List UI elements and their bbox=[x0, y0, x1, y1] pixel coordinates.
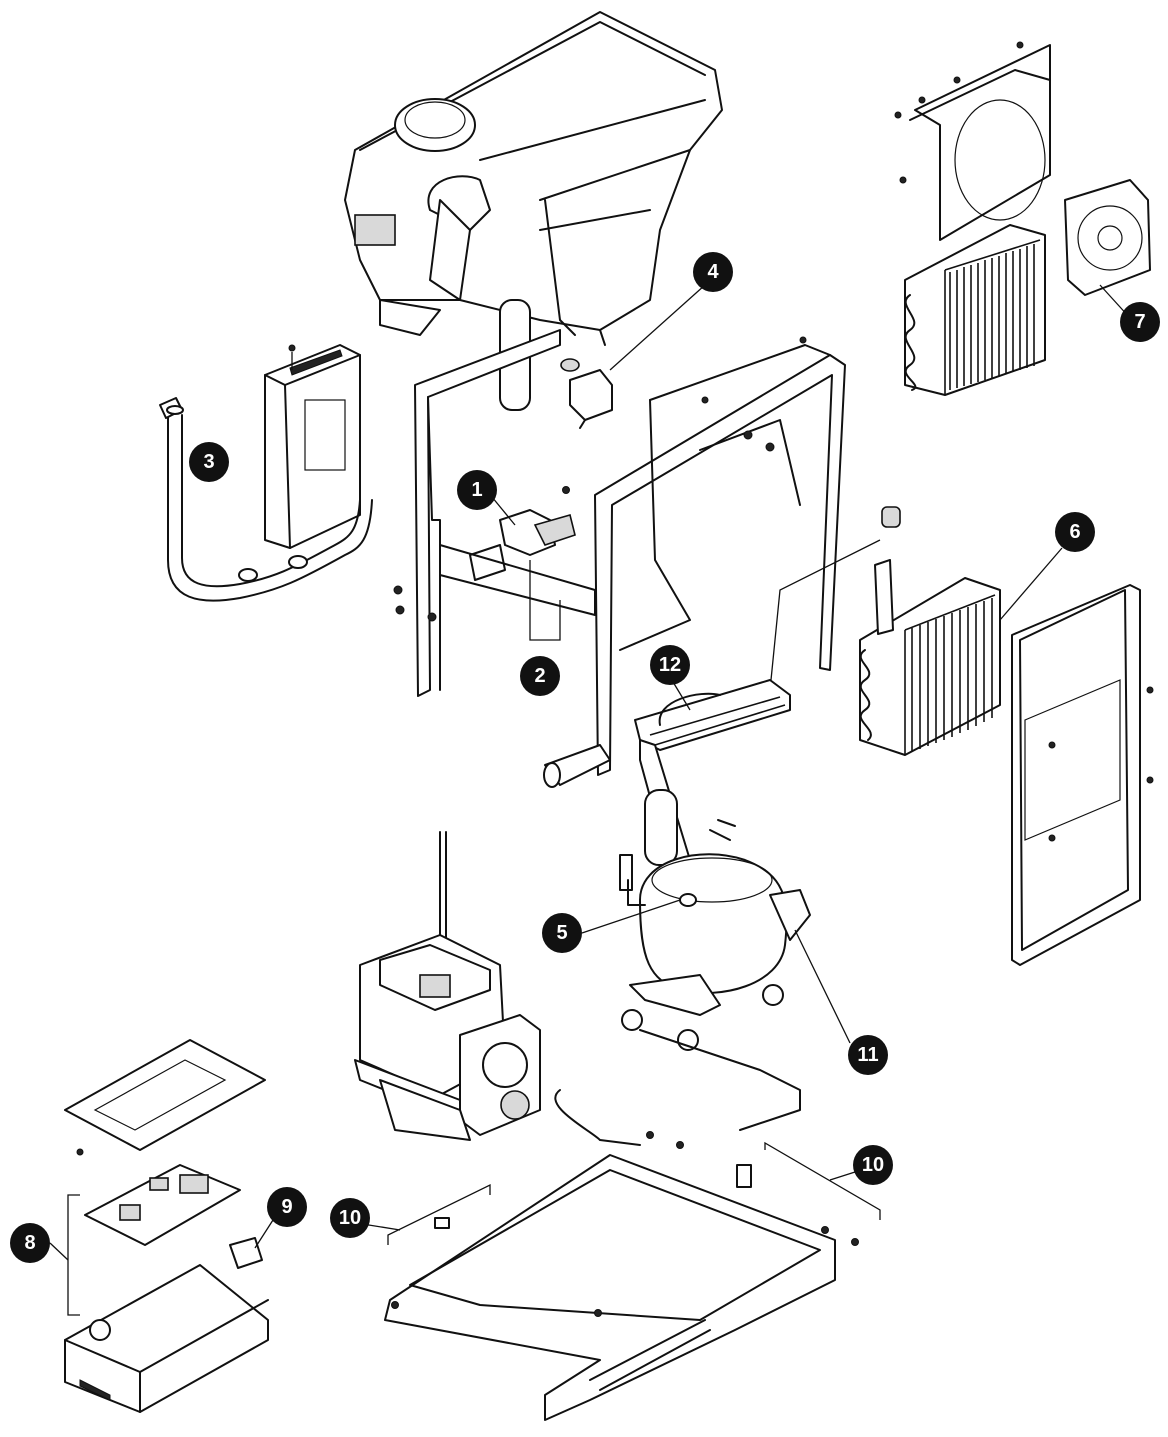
condenser-fan-assembly bbox=[894, 41, 1151, 396]
callout-8-label: 8 bbox=[24, 1232, 35, 1254]
control-board bbox=[84, 1164, 241, 1246]
callout-2-label: 2 bbox=[534, 665, 545, 687]
electrical-box-cover bbox=[264, 344, 361, 549]
water-valve-assembly bbox=[439, 486, 596, 616]
callout-2: 2 bbox=[520, 656, 560, 696]
back-frame-panel bbox=[543, 336, 846, 788]
ice-bin-hopper bbox=[344, 11, 723, 411]
callout-5: 5 bbox=[542, 913, 582, 953]
right-side-panel bbox=[1011, 584, 1154, 966]
callout-1-label: 1 bbox=[471, 479, 482, 501]
left-frame-panel bbox=[393, 329, 561, 697]
condenser-coil bbox=[769, 506, 1001, 756]
float-switch bbox=[560, 358, 613, 429]
callout-12: 12 bbox=[650, 645, 690, 685]
callout-11: 11 bbox=[848, 1035, 888, 1075]
transformer bbox=[229, 1237, 263, 1269]
control-board-cover bbox=[64, 1039, 266, 1156]
callout-10-right-label: 10 bbox=[862, 1154, 884, 1176]
callout-4-label: 4 bbox=[707, 261, 719, 283]
board-group-bracket bbox=[67, 1194, 80, 1316]
callout-7-label: 7 bbox=[1134, 311, 1145, 333]
callout-12-label: 12 bbox=[659, 654, 681, 676]
callout-6-label: 6 bbox=[1069, 521, 1080, 543]
callout-10-right: 10 bbox=[853, 1145, 893, 1185]
callout-5-label: 5 bbox=[556, 922, 567, 944]
callout-9-label: 9 bbox=[281, 1196, 292, 1218]
control-box bbox=[64, 1264, 269, 1413]
callout-10-left: 10 bbox=[330, 1198, 370, 1238]
callout-1: 1 bbox=[457, 470, 497, 510]
callout-3: 3 bbox=[189, 442, 229, 482]
drain-tube bbox=[159, 397, 373, 602]
leader-lines bbox=[49, 284, 1131, 1261]
callout-8: 8 bbox=[10, 1223, 50, 1263]
callout-10-left-label: 10 bbox=[339, 1207, 361, 1229]
callout-3-label: 3 bbox=[203, 451, 214, 473]
callout-4: 4 bbox=[693, 252, 733, 292]
callout-11-label: 11 bbox=[857, 1044, 878, 1066]
callout-9: 9 bbox=[267, 1187, 307, 1227]
callout-7: 7 bbox=[1120, 302, 1160, 342]
base-pan bbox=[384, 1029, 859, 1421]
evaporator-drier bbox=[634, 679, 791, 871]
gearmotor-auger bbox=[354, 831, 541, 1141]
callout-6: 6 bbox=[1055, 512, 1095, 552]
